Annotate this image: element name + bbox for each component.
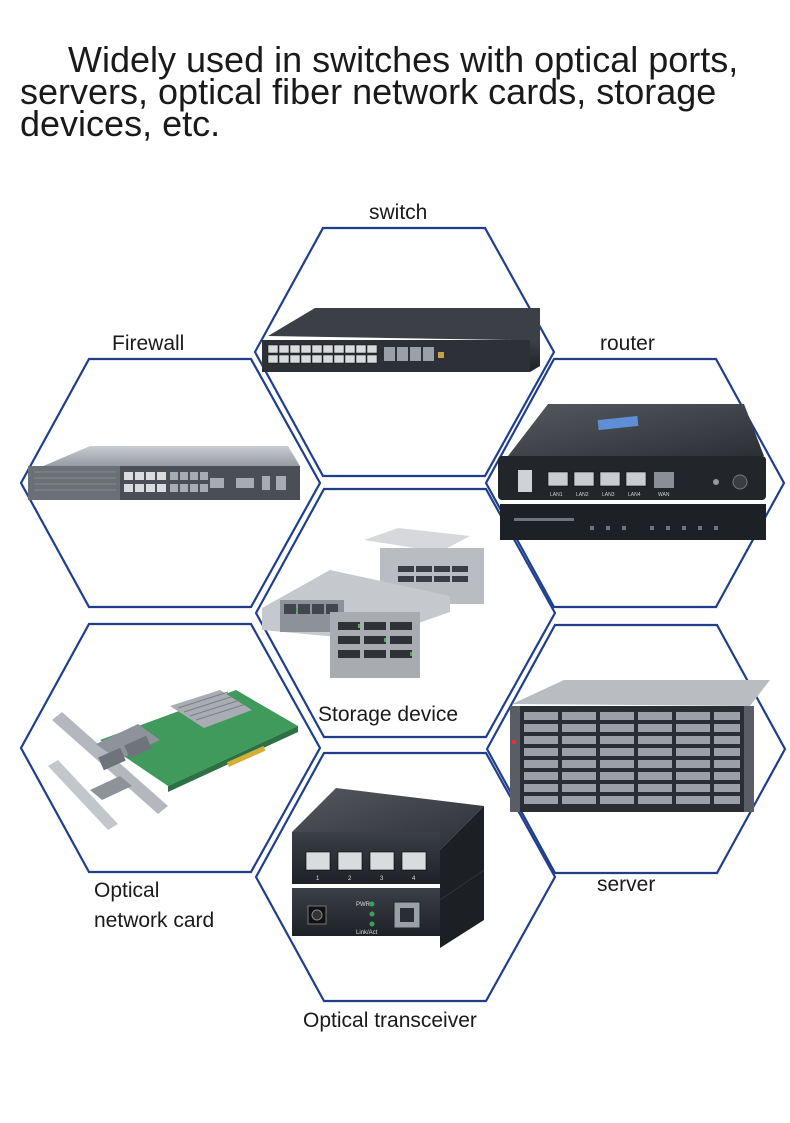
router-port-label: LAN2 xyxy=(576,492,589,498)
headline-line-3: devices, etc. xyxy=(20,103,221,144)
label-router: router xyxy=(600,332,655,355)
optical-transceiver-image: 1 2 3 4 PWR Link/Act xyxy=(292,788,484,948)
transceiver-port-label: 1 xyxy=(316,876,320,882)
server-image xyxy=(510,680,770,812)
transceiver-port-label: 4 xyxy=(412,876,416,882)
firewall-image xyxy=(28,446,300,500)
label-server: server xyxy=(597,873,656,896)
label-switch: switch xyxy=(369,201,428,224)
label-network-card-line-2: network card xyxy=(94,909,215,932)
transceiver-pwr-label: PWR xyxy=(356,902,371,908)
router-port-label: LAN4 xyxy=(628,492,641,498)
router-port-label: LAN3 xyxy=(602,492,615,498)
router-image: LAN1 LAN2 LAN3 LAN4 WAN xyxy=(498,404,766,540)
switch-image xyxy=(262,308,540,372)
headline-line-2: servers, optical fiber network cards, st… xyxy=(20,71,717,112)
transceiver-port-label: 3 xyxy=(380,876,384,882)
headline-line-1: Widely used in switches with optical por… xyxy=(68,39,739,80)
router-port-label: LAN1 xyxy=(550,492,563,498)
storage-device-image xyxy=(262,528,484,678)
headline: Widely used in switches with optical por… xyxy=(20,39,780,144)
label-network-card-line-1: Optical xyxy=(94,879,160,902)
transceiver-link-label: Link/Act xyxy=(356,930,378,936)
router-port-label: WAN xyxy=(658,492,670,498)
label-storage-device: Storage device xyxy=(318,703,459,726)
label-optical-network-card: Optical network card xyxy=(94,876,214,936)
transceiver-port-label: 2 xyxy=(348,876,352,882)
label-firewall: Firewall xyxy=(112,332,185,355)
network-card-image xyxy=(48,690,298,830)
label-optical-transceiver: Optical transceiver xyxy=(303,1009,477,1032)
